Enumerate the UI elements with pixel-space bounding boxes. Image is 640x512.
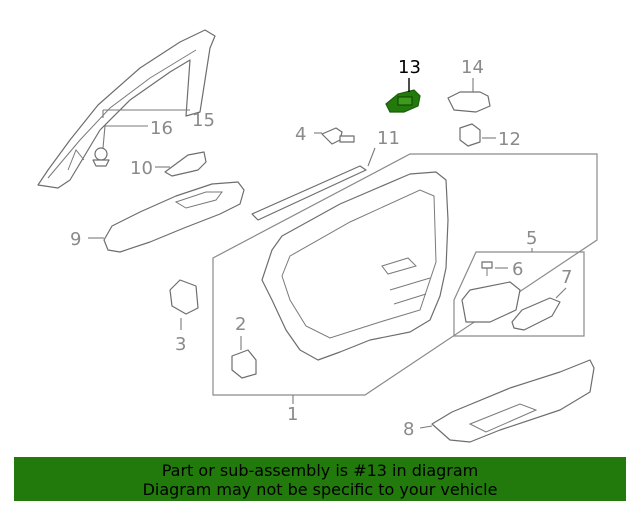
- handle-bezel-7: [511, 297, 561, 331]
- callout-14: 14: [461, 57, 484, 78]
- callout-15: 15: [192, 110, 215, 131]
- callout-3: 3: [175, 334, 186, 355]
- callout-2: 2: [235, 314, 246, 335]
- bracket-14: [447, 91, 491, 113]
- callout-10: 10: [130, 158, 153, 179]
- latch-bracket-3: [169, 279, 199, 315]
- banner-line-2: Diagram may not be specific to your vehi…: [142, 480, 498, 499]
- switch-base: [461, 281, 521, 323]
- callout-6: 6: [512, 259, 523, 280]
- callout-5: 5: [526, 228, 537, 249]
- callout-11: 11: [377, 128, 400, 149]
- callout-4: 4: [295, 124, 306, 145]
- door-assembly-outline: [212, 153, 598, 396]
- banner-line-1: Part or sub-assembly is #13 in diagram: [161, 461, 479, 480]
- bolt-4: [321, 127, 355, 145]
- callout-12: 12: [498, 129, 521, 150]
- callout-8: 8: [403, 419, 414, 440]
- pillar-trim: [37, 29, 216, 189]
- door-trim-panel-1: [261, 171, 449, 361]
- lower-garnish-8: [431, 359, 595, 443]
- screw-6: [481, 261, 493, 276]
- parts-diagram: 1 2 3 4 5 6 7 8 9 10 11 12 13 14 15 16: [37, 29, 598, 443]
- disclaimer-banner: Part or sub-assembly is #13 in diagram D…: [14, 457, 626, 501]
- switch-assembly-box: [453, 251, 585, 337]
- callout-16: 16: [150, 118, 173, 139]
- callout-1: 1: [287, 404, 298, 425]
- leader-lines: [88, 78, 567, 429]
- callout-9: 9: [70, 229, 81, 250]
- switch-12: [459, 123, 481, 147]
- callout-13[interactable]: 13: [398, 57, 421, 78]
- clip-16: [92, 147, 110, 167]
- callout-7: 7: [561, 267, 572, 288]
- highlighted-part-13[interactable]: [385, 89, 421, 113]
- armrest-panel-9: [103, 181, 245, 253]
- module-2: [231, 349, 257, 379]
- trim-piece-10: [164, 151, 207, 177]
- weatherstrip-11: [251, 165, 367, 221]
